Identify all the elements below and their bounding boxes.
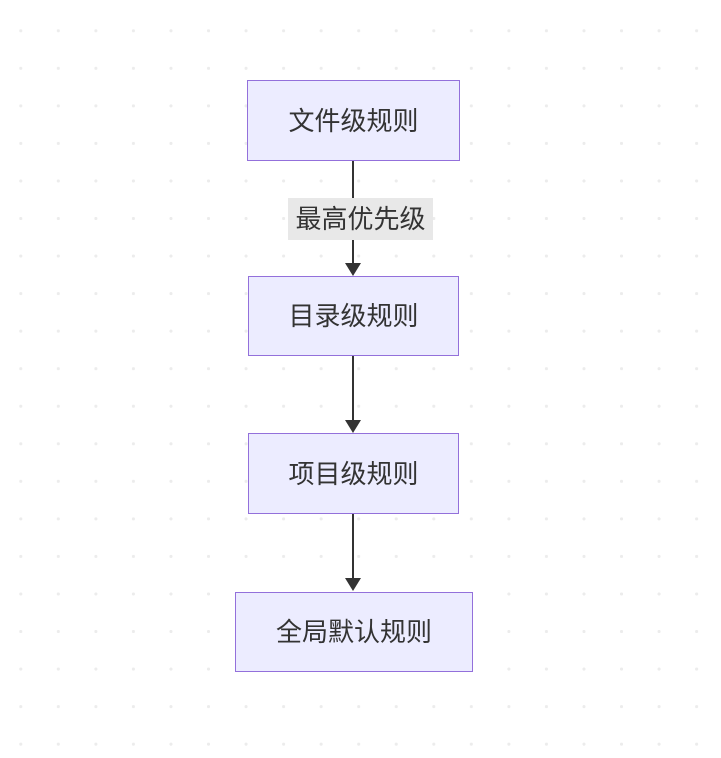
arrowhead-down-icon xyxy=(345,420,361,433)
node-label: 全局默认规则 xyxy=(275,617,432,647)
edge-line-2 xyxy=(352,356,354,422)
node-global-default-rules: 全局默认规则 xyxy=(235,592,473,672)
node-label: 文件级规则 xyxy=(288,105,419,136)
arrowhead-down-icon xyxy=(345,578,361,591)
node-directory-level-rules: 目录级规则 xyxy=(248,276,459,356)
edge-label-highest-priority: 最高优先级 xyxy=(288,198,433,240)
arrowhead-down-icon xyxy=(345,263,361,276)
node-file-level-rules: 文件级规则 xyxy=(247,80,460,161)
edge-line-3 xyxy=(352,514,354,580)
edge-label-text: 最高优先级 xyxy=(295,204,426,234)
node-project-level-rules: 项目级规则 xyxy=(248,433,459,514)
node-label: 项目级规则 xyxy=(288,458,419,489)
node-label: 目录级规则 xyxy=(288,301,419,331)
